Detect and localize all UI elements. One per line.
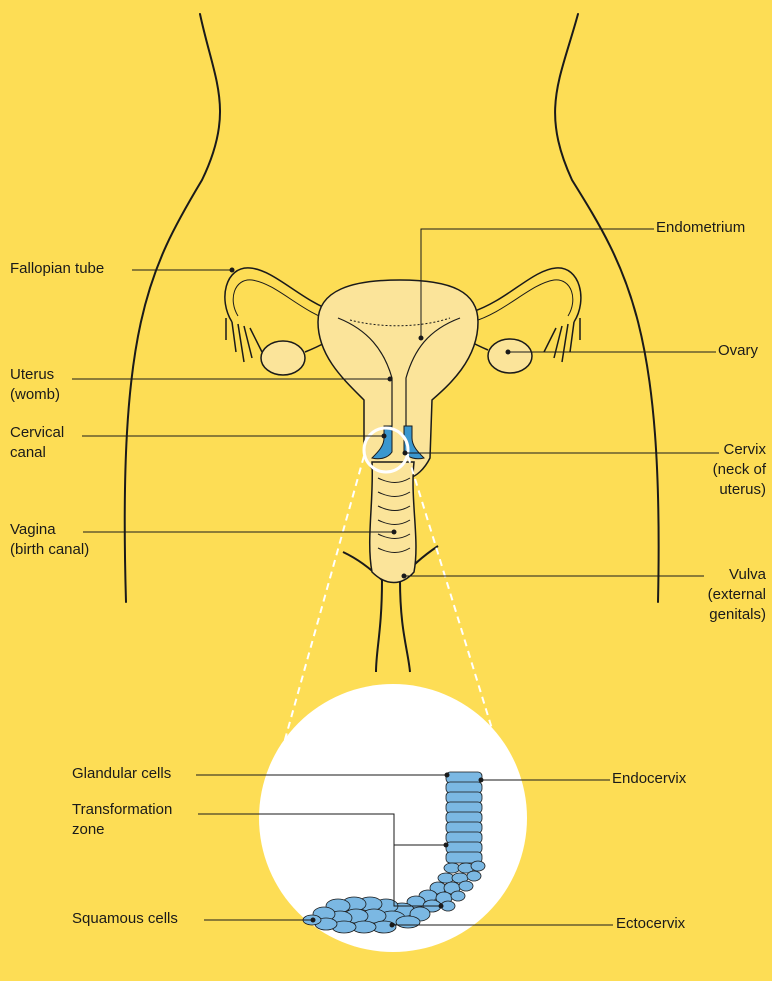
- right-leg-line: [400, 580, 410, 672]
- body-right-contour: [555, 14, 659, 602]
- endocervix-cells: [446, 772, 482, 863]
- vagina: [370, 462, 416, 583]
- label-cervix: Cervix (neck of uterus): [713, 440, 766, 500]
- label-vagina: Vagina (birth canal): [10, 520, 89, 560]
- label-glandular-cells: Glandular cells: [72, 764, 171, 784]
- label-fallopian-tube: Fallopian tube: [10, 259, 104, 279]
- right-ovary: [488, 339, 532, 373]
- label-transformation-zone: Transformation zone: [72, 800, 172, 840]
- label-vulva: Vulva (external genitals): [708, 565, 766, 625]
- label-squamous-cells: Squamous cells: [72, 909, 178, 929]
- label-cervical-canal: Cervical canal: [10, 423, 64, 463]
- label-endocervix: Endocervix: [612, 769, 686, 789]
- body-left-contour: [125, 14, 220, 602]
- right-tube-outer: [472, 268, 581, 322]
- label-uterus: Uterus (womb): [10, 365, 60, 405]
- label-endometrium: Endometrium: [656, 218, 745, 238]
- right-tube-inner: [472, 280, 573, 322]
- label-ovary: Ovary: [718, 341, 758, 361]
- vagina-body: [370, 462, 416, 583]
- label-ectocervix: Ectocervix: [616, 914, 685, 934]
- left-leg-line: [376, 580, 382, 672]
- left-ovary: [261, 341, 305, 375]
